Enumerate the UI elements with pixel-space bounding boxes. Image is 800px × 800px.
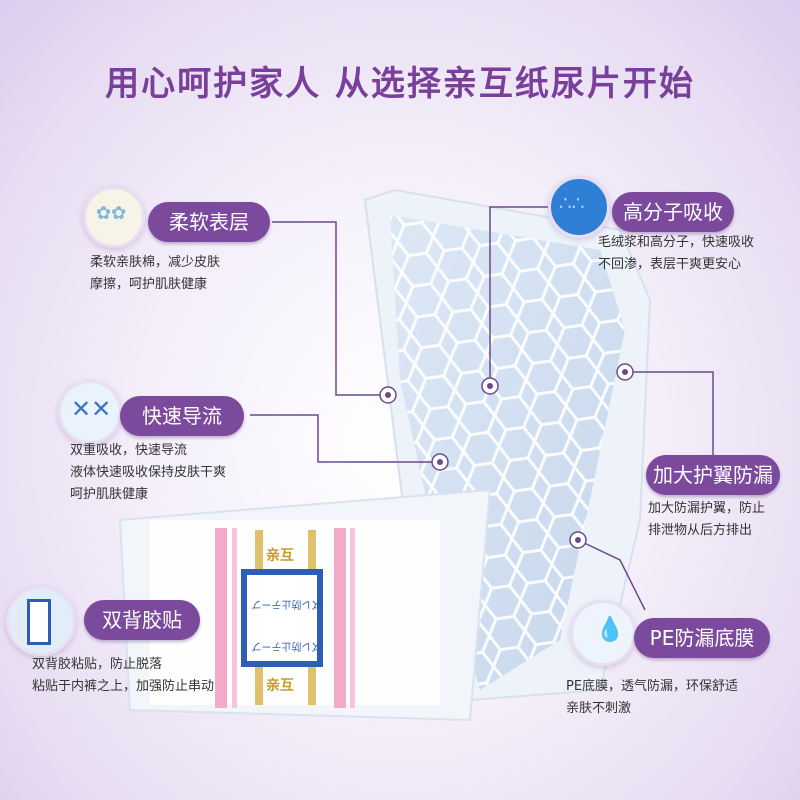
tape-icon <box>27 599 51 645</box>
tape-desc: 双背胶粘贴，防止脱落 粘贴于内裤之上，加强防止串动 <box>32 657 215 694</box>
polymer-desc: 毛绒浆和高分子，快速吸收 不回渗，表层干爽更安心 <box>598 235 755 272</box>
fast-flow-desc: 双重吸收，快速导流 液体快速吸收保持皮肤干爽 呵护肌肤健康 <box>70 443 227 502</box>
pe-film-desc: PE底膜，透气防漏，环保舒适 亲肤不刺激 <box>566 679 739 716</box>
polymer-thumbnail: ∴∴ <box>548 176 610 238</box>
page-title: 用心呵护家人 从选择亲互纸尿片开始 <box>105 64 695 104</box>
flower-icon: ✿✿ <box>96 203 127 224</box>
wing-desc: 加大防漏护翼，防止 排泄物从后方排出 <box>648 501 766 538</box>
tape-thumbnail <box>6 586 76 656</box>
wing-label: 加大护翼防漏 <box>646 455 780 495</box>
fast-flow-label: 快速导流 <box>120 396 244 436</box>
brand-top: 亲互 <box>266 548 294 564</box>
mesh-icon: ✕✕ <box>71 395 112 423</box>
brand-bottom: 亲互 <box>266 678 294 694</box>
droplet-icon: 💧 <box>595 615 625 643</box>
pe-film-thumbnail: 💧 <box>570 600 636 666</box>
pe-film-label: PE防漏底膜 <box>634 618 770 658</box>
soft-layer-label: 柔软表层 <box>148 202 270 242</box>
soft-layer-thumbnail: ✿✿ <box>83 186 145 248</box>
polymer-label: 高分子吸收 <box>612 192 734 232</box>
soft-layer-desc: 柔软亲肤棉，减少皮肤 摩擦，呵护肌肤健康 <box>90 255 221 292</box>
fast-flow-thumbnail: ✕✕ <box>58 380 122 444</box>
tape-label: 双背胶贴 <box>84 600 200 640</box>
granule-icon: ∴∴ <box>559 191 585 215</box>
